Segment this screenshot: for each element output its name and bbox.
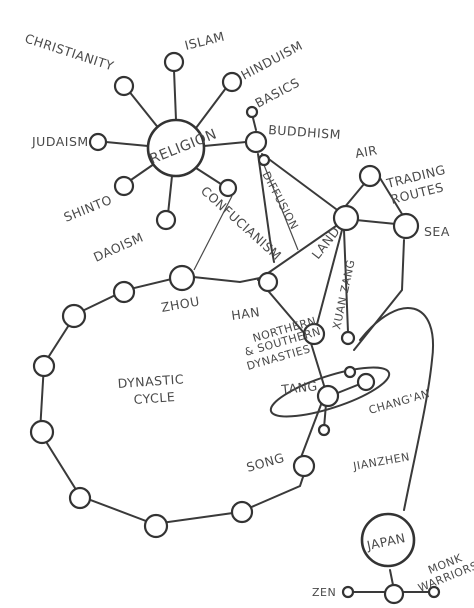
node-air[interactable] <box>358 164 382 188</box>
edge-religion-islam <box>173 69 177 121</box>
edge-buddhism-diffusion <box>257 153 275 263</box>
node-zhou[interactable] <box>168 264 196 292</box>
node-changan[interactable] <box>356 372 376 392</box>
edge-buddhism-diffusion-line <box>261 159 299 251</box>
node-cycle-3[interactable] <box>32 354 56 378</box>
label-shinto: SHINTO <box>62 192 115 225</box>
node-daoism[interactable] <box>155 209 177 231</box>
edge-religion-daoism <box>167 175 173 215</box>
edge-religion-hinduism <box>195 87 227 129</box>
node-cycle-7[interactable] <box>230 500 254 524</box>
edge-religion-christianity <box>127 89 161 131</box>
label-dynastic-cycle-1: DYNASTIC <box>117 371 184 391</box>
edge-religion-buddhism <box>203 141 247 147</box>
edge-religion-judaism <box>105 141 149 147</box>
node-cycle-5[interactable] <box>68 486 92 510</box>
edge-land-northern <box>315 229 343 329</box>
edge-religion-confucianism <box>195 167 225 187</box>
label-buddhism: BUDDHISM <box>268 122 342 142</box>
node-hinduism[interactable] <box>221 71 243 93</box>
label-jianzhen: JIANZHEN <box>351 450 411 473</box>
edge-tang-jianzhen <box>359 307 435 511</box>
edge-land-air <box>343 183 365 209</box>
node-diffusion[interactable] <box>257 153 271 167</box>
edge-buddhism-land <box>261 153 341 213</box>
edge-sea-tang <box>353 239 405 351</box>
label-daoism: DAOISM <box>91 229 146 264</box>
tang-orbit <box>269 366 391 418</box>
node-christianity[interactable] <box>113 75 135 97</box>
label-judaism: JUDAISM <box>31 134 89 149</box>
node-zen[interactable] <box>341 585 355 599</box>
label-zen: ZEN <box>312 586 336 599</box>
label-changan: CHANG'AN <box>367 387 431 417</box>
node-shinto[interactable] <box>113 175 135 197</box>
node-cycle-1[interactable] <box>112 280 136 304</box>
node-japan-base[interactable] <box>383 583 405 605</box>
node-cycle-4[interactable] <box>29 419 55 445</box>
label-han: HAN <box>230 304 261 323</box>
edge-land-xuanzang <box>343 229 349 333</box>
node-japan[interactable] <box>360 512 416 568</box>
node-buddhism[interactable] <box>244 130 268 154</box>
node-song[interactable] <box>292 454 316 478</box>
node-religion[interactable] <box>146 118 206 178</box>
nodes <box>29 51 441 605</box>
label-basics: BASICS <box>252 75 302 111</box>
label-christianity: CHRISTIANITY <box>23 31 116 74</box>
label-xuanzang: XUAN ZANG <box>330 258 358 330</box>
node-xuanzang[interactable] <box>340 330 356 346</box>
node-northern-southern[interactable] <box>302 322 326 346</box>
node-land[interactable] <box>332 204 360 232</box>
node-cycle-6[interactable] <box>143 513 169 539</box>
edge-religion-shinto <box>127 163 155 183</box>
node-islam[interactable] <box>163 51 185 73</box>
edge-air-sea <box>379 177 403 215</box>
edge-confucianism-zhou <box>193 195 233 271</box>
label-air: AIR <box>354 142 379 161</box>
node-tang[interactable] <box>316 384 340 408</box>
label-song: SONG <box>245 450 286 475</box>
node-judaism[interactable] <box>88 132 108 152</box>
node-han[interactable] <box>257 271 279 293</box>
node-tang-satellite[interactable] <box>343 365 357 379</box>
label-sea: SEA <box>424 224 450 239</box>
label-zhou: ZHOU <box>160 293 201 315</box>
node-cycle-2[interactable] <box>61 303 87 329</box>
node-confucianism[interactable] <box>218 178 238 198</box>
node-monk-warriors[interactable] <box>427 585 441 599</box>
edge-land-han <box>257 225 337 281</box>
node-tang-lower[interactable] <box>317 423 331 437</box>
node-sea[interactable] <box>392 212 420 240</box>
label-tang: TANG <box>280 378 319 397</box>
node-basics[interactable] <box>245 105 259 119</box>
label-islam: ISLAM <box>183 29 226 53</box>
label-dynastic-cycle-2: CYCLE <box>133 389 176 407</box>
edge-land-sea <box>355 219 397 225</box>
